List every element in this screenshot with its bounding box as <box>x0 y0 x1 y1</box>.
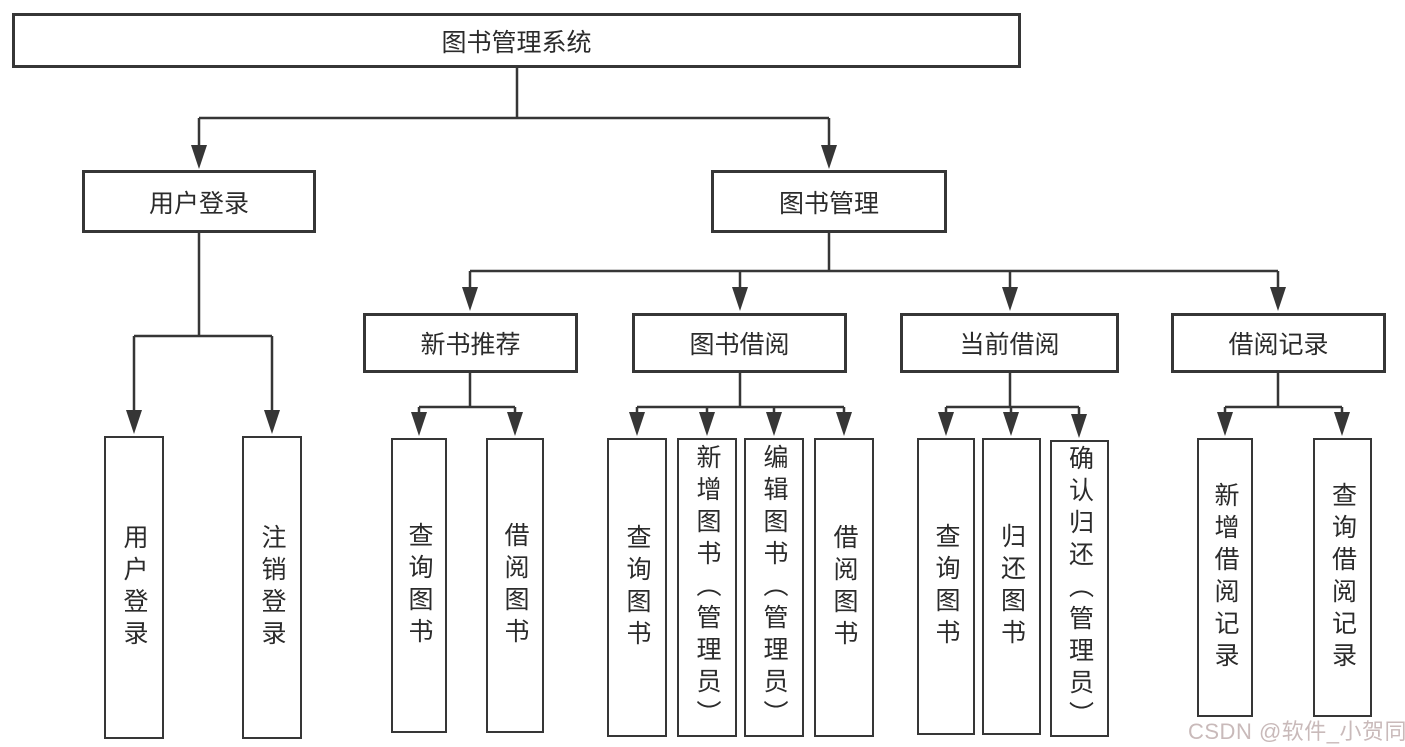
arrowhead <box>462 287 478 311</box>
leaf-borrow-query-books: 查询图书 <box>607 438 667 737</box>
arrowhead <box>1003 412 1019 436</box>
connector-root-to-level2 <box>191 68 837 169</box>
arrowhead <box>1334 412 1350 436</box>
node-user-login: 用户登录 <box>82 170 316 233</box>
leaf-logout: 注销登录 <box>242 436 302 739</box>
arrowhead <box>629 412 645 436</box>
node-borrow-records: 借阅记录 <box>1171 313 1386 373</box>
leaf-user-login: 用户登录 <box>104 436 164 739</box>
arrowhead <box>411 412 427 436</box>
leaf-borrow-edit-books-admin: 编辑图书（管理员） <box>744 438 804 737</box>
leaf-newbook-query-books: 查询图书 <box>391 438 447 733</box>
node-root: 图书管理系统 <box>12 13 1021 68</box>
leaf-current-return-books: 归还图书 <box>982 438 1041 735</box>
arrowhead <box>766 412 782 436</box>
leaf-current-query-books: 查询图书 <box>917 438 975 735</box>
arrowhead <box>1071 414 1087 438</box>
connector-new-book-recommend-to-leaves <box>411 373 523 436</box>
arrowhead <box>732 287 748 311</box>
connector-current-borrow-to-leaves <box>938 373 1087 438</box>
leaf-newbook-borrow-books: 借阅图书 <box>486 438 544 733</box>
arrowhead <box>126 410 142 434</box>
arrowhead <box>507 412 523 436</box>
leaf-current-confirm-return-admin: 确认归还（管理员） <box>1050 440 1109 737</box>
leaf-records-add-record: 新增借阅记录 <box>1197 438 1253 717</box>
leaf-records-query-record: 查询借阅记录 <box>1313 438 1372 717</box>
leaf-borrow-add-books-admin: 新增图书（管理员） <box>677 438 737 737</box>
arrowhead <box>1270 287 1286 311</box>
connector-book-management-to-level3 <box>462 233 1286 311</box>
arrowhead <box>821 145 837 169</box>
connector-book-borrow-to-leaves <box>629 373 852 436</box>
arrowhead <box>938 412 954 436</box>
arrowhead <box>191 145 207 169</box>
arrowhead <box>1002 287 1018 311</box>
node-book-borrow: 图书借阅 <box>632 313 847 373</box>
arrowhead <box>836 412 852 436</box>
leaf-borrow-borrow-books: 借阅图书 <box>814 438 874 737</box>
node-new-book-recommend: 新书推荐 <box>363 313 578 373</box>
connector-borrow-records-to-leaves <box>1217 373 1350 436</box>
arrowhead <box>264 410 280 434</box>
node-book-management: 图书管理 <box>711 170 947 233</box>
arrowhead <box>699 412 715 436</box>
node-current-borrow: 当前借阅 <box>900 313 1119 373</box>
csdn-watermark: CSDN @软件_小贺同学 <box>1188 719 1405 744</box>
arrowhead <box>1217 412 1233 436</box>
connector-user-login-to-leaves <box>126 233 280 434</box>
